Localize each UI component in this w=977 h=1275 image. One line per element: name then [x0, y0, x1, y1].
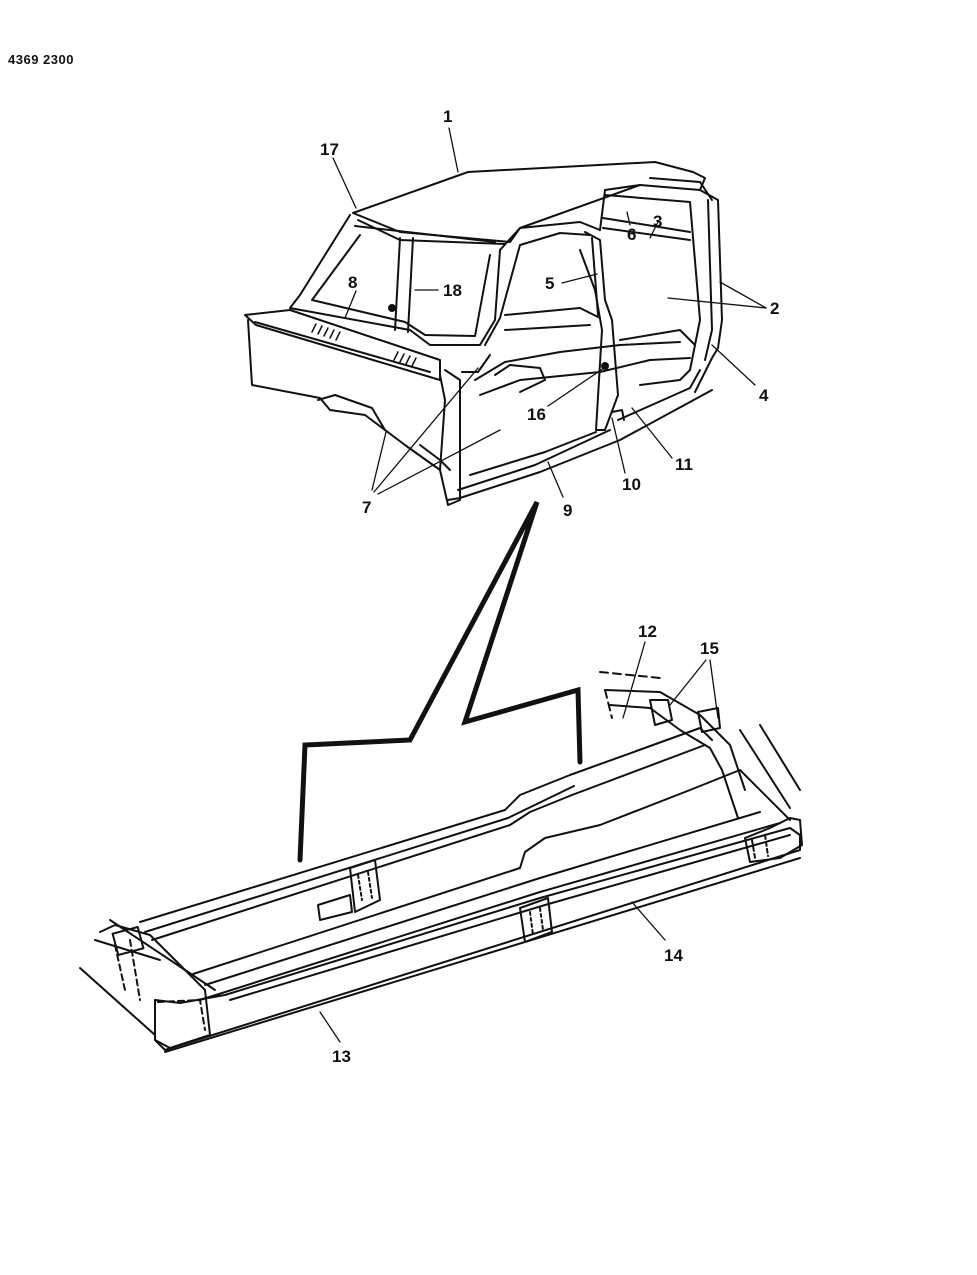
mid-bracket — [317, 859, 381, 921]
callout-17: 17 — [320, 140, 339, 159]
rocker-panel — [447, 389, 713, 501]
leader-10 — [611, 417, 626, 474]
hinge-pillar — [439, 369, 461, 506]
leader-15a — [669, 659, 707, 706]
inner-rail-edge — [199, 822, 781, 1001]
leader-16 — [547, 367, 605, 407]
leader-2a — [719, 281, 767, 309]
b-pillar-inner — [591, 237, 599, 316]
mid-bracket-ribs — [357, 871, 373, 901]
callout-18: 18 — [443, 281, 462, 300]
leader-4 — [711, 344, 756, 386]
leader-12 — [622, 641, 646, 719]
lower-mid-bracket — [519, 897, 553, 943]
callout-1: 1 — [443, 107, 452, 126]
callout-16: 16 — [527, 405, 546, 424]
sill-top-inner — [144, 785, 575, 933]
leader-9 — [547, 461, 564, 498]
callout-9: 9 — [563, 501, 572, 520]
callout-8: 8 — [348, 273, 357, 292]
outer-sill-lower — [164, 857, 801, 1053]
rear-flange — [739, 724, 801, 809]
rocker-lower — [457, 429, 611, 491]
floor-rear-section — [504, 307, 601, 331]
leader-3 — [649, 221, 659, 239]
hinge-pillar-inner — [461, 354, 491, 373]
leader-1 — [448, 127, 459, 173]
windshield-upper — [354, 225, 496, 243]
callout-3: 3 — [653, 212, 662, 231]
leader-11 — [631, 407, 673, 459]
rocker-step — [611, 409, 625, 421]
leader-5 — [561, 273, 598, 284]
front-cap-detail — [114, 939, 206, 1031]
assembly-pointer — [297, 500, 583, 863]
rear-rail-dash — [599, 671, 661, 719]
rocker-upper — [469, 431, 597, 476]
callout-12: 12 — [638, 622, 657, 641]
dash-corner — [419, 444, 451, 471]
rear-end-cap — [744, 817, 803, 863]
leader-8 — [344, 290, 357, 319]
floor-tunnel — [494, 364, 546, 393]
rear-pillar-outer — [694, 189, 723, 393]
front-panel-notch — [317, 394, 386, 431]
rear-floor-step — [619, 329, 696, 346]
leader-17 — [332, 157, 357, 209]
rear-kick-bracket — [649, 699, 673, 726]
cab-body-shell — [244, 161, 723, 506]
b-pillar — [579, 231, 619, 431]
leader-7b — [377, 429, 501, 495]
outer-sill-crease — [229, 834, 791, 1001]
inner-rail — [189, 769, 791, 986]
lower-mid-bracket-ribs — [529, 907, 544, 936]
front-flange — [79, 919, 216, 1036]
leader-2b — [667, 297, 767, 309]
floor-pan — [474, 341, 691, 396]
callout-4: 4 — [759, 386, 769, 405]
leader-7a — [373, 367, 479, 493]
a-pillar — [394, 237, 414, 333]
callout-5: 5 — [545, 274, 554, 293]
leader-15b — [709, 659, 719, 719]
rocker-rear — [617, 369, 701, 421]
windshield-inner — [311, 234, 491, 337]
leader-14 — [631, 901, 666, 941]
lower-leader-lines — [319, 641, 719, 1043]
sill-assembly — [79, 671, 803, 1053]
upper-leader-lines — [332, 127, 767, 498]
leader-6 — [626, 211, 631, 226]
b-pillar-bolt — [601, 362, 609, 370]
front-door-frame — [484, 232, 591, 346]
callout-6: 6 — [627, 225, 636, 244]
a-pillar-bolt — [388, 304, 396, 312]
callout-15: 15 — [700, 639, 719, 658]
callout-14: 14 — [664, 946, 683, 965]
callout-7: 7 — [362, 498, 371, 517]
rear-pillar-inner — [704, 199, 713, 361]
cowl-panel — [244, 309, 441, 381]
front-end-cap — [99, 924, 211, 1049]
front-bracket — [111, 926, 145, 956]
callout-2: 2 — [770, 299, 779, 318]
sill-top-outer — [139, 727, 713, 941]
rear-end-cap-detail — [751, 834, 769, 859]
rear-clip-bracket — [697, 707, 721, 733]
vent-slots — [311, 323, 417, 367]
callout-10: 10 — [622, 475, 641, 494]
callout-13: 13 — [332, 1047, 351, 1066]
outer-sill-panel — [154, 827, 801, 1051]
leader-13 — [319, 1011, 341, 1043]
front-dash-panel — [247, 319, 446, 471]
rear-header — [602, 217, 691, 241]
reference-code: 4369 2300 — [8, 52, 74, 67]
rear-upper-rail — [604, 689, 746, 819]
callout-11: 11 — [675, 455, 693, 474]
leader-7c — [371, 431, 387, 491]
windshield-frame — [289, 214, 501, 346]
door-opening-top — [499, 221, 601, 251]
cowl-top-line — [254, 321, 431, 373]
callout-numbers: 1 17 6 3 2 4 5 8 18 16 7 9 10 11 12 15 1… — [320, 107, 779, 1066]
